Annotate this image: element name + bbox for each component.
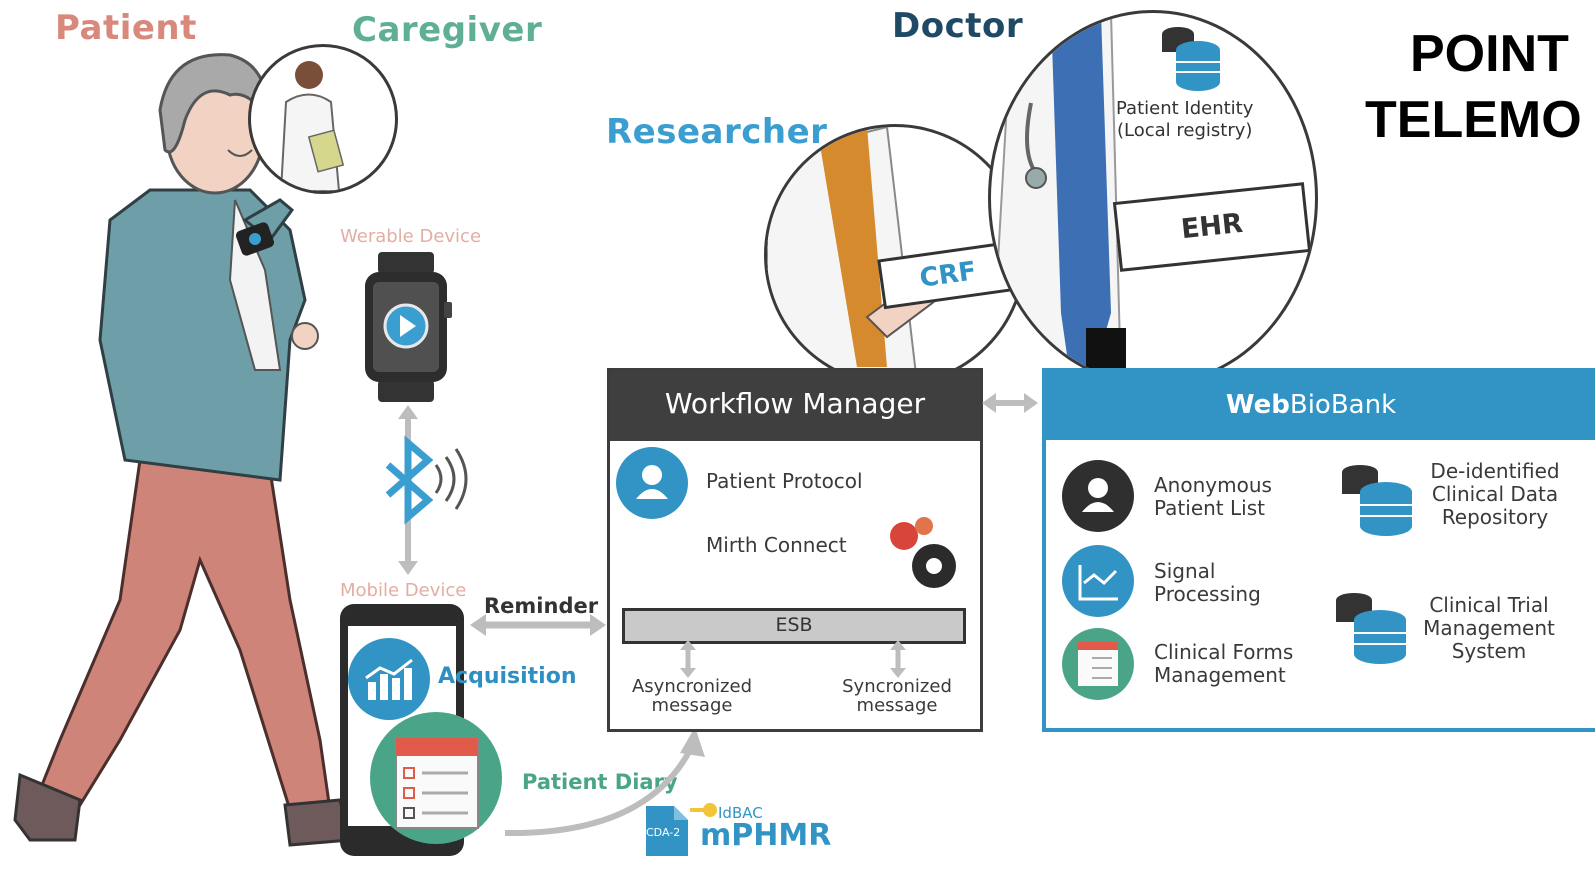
repo-line-2: Clinical Data bbox=[1431, 482, 1559, 506]
ctms-database-icon bbox=[1336, 593, 1406, 664]
caregiver-icon bbox=[279, 61, 345, 191]
signal-processing-label: Signal Processing bbox=[1154, 560, 1261, 606]
patient-label: Patient bbox=[55, 8, 197, 48]
patient-identity-line-2: (Local registry) bbox=[1116, 119, 1253, 141]
reminder-arrow bbox=[470, 614, 606, 636]
ctms-line-1: Clinical Trial bbox=[1429, 593, 1549, 617]
anonymous-user-icon bbox=[1062, 460, 1134, 532]
repository-database-icon bbox=[1342, 465, 1412, 536]
esb-bar: ESB bbox=[622, 608, 966, 644]
workflow-webbiobank-arrow bbox=[982, 393, 1038, 413]
patient-protocol-label: Patient Protocol bbox=[706, 469, 863, 493]
user-icon bbox=[616, 447, 688, 519]
page-title-line-2: TELEMO bbox=[1365, 91, 1582, 149]
ctms-line-2: Management bbox=[1423, 616, 1555, 640]
repo-line-3: Repository bbox=[1441, 505, 1549, 529]
clinical-forms-label: Clinical Forms Management bbox=[1154, 641, 1293, 687]
webbiobank-title-rest: BioBank bbox=[1289, 390, 1397, 420]
gears-icon bbox=[890, 517, 956, 588]
acquisition-label: Acquisition bbox=[438, 664, 577, 689]
sync-arrow bbox=[890, 640, 906, 678]
repo-line-1: De-identified bbox=[1430, 459, 1560, 483]
caregiver-circle bbox=[248, 44, 398, 194]
sync-line-1: Syncronized bbox=[842, 676, 952, 697]
forms-line-1: Clinical Forms bbox=[1154, 640, 1294, 664]
signal-icon bbox=[1062, 545, 1134, 617]
idbac-label: IdBAC bbox=[718, 804, 763, 822]
diary-to-workflow-arrow bbox=[504, 727, 705, 837]
database-icon bbox=[1162, 27, 1220, 91]
acquisition-icon bbox=[348, 638, 430, 720]
wearable-device-label: Werable Device bbox=[340, 226, 482, 247]
page-title: POINT bbox=[1410, 22, 1569, 87]
patient-identity-label: Patient Identity (Local registry) bbox=[1116, 98, 1253, 141]
page-title-line-2-wrap: TELEMO bbox=[1365, 88, 1582, 153]
anonymous-line-1: Anonymous bbox=[1154, 473, 1272, 497]
document-icon bbox=[646, 806, 688, 856]
smartwatch-icon bbox=[365, 252, 452, 402]
ctms-line-3: System bbox=[1451, 639, 1527, 663]
forms-line-2: Management bbox=[1154, 663, 1286, 687]
repository-label: De-identified Clinical Data Repository bbox=[1420, 460, 1570, 529]
async-message-label: Asyncronized message bbox=[622, 676, 762, 716]
page-title-line-1: POINT bbox=[1410, 25, 1569, 83]
webbiobank-title: WebBioBank bbox=[1046, 372, 1595, 440]
async-line-1: Asyncronized bbox=[631, 676, 753, 697]
key-icon bbox=[690, 803, 717, 817]
bluetooth-link bbox=[385, 405, 468, 575]
mirth-connect-label: Mirth Connect bbox=[706, 533, 847, 557]
async-arrow bbox=[680, 640, 696, 678]
sync-line-2: message bbox=[856, 694, 938, 716]
patient-diary-label: Patient Diary bbox=[522, 770, 678, 794]
reminder-label: Reminder bbox=[484, 594, 599, 618]
webbiobank-title-bold: Web bbox=[1225, 390, 1290, 420]
patient-diary-icon bbox=[370, 712, 502, 844]
ctms-label: Clinical Trial Management System bbox=[1414, 594, 1564, 663]
patient-identity-line-1: Patient Identity bbox=[1116, 98, 1254, 119]
webbiobank-box: WebBioBank bbox=[1042, 368, 1595, 732]
async-line-2: message bbox=[651, 694, 733, 716]
cda-label: CDA-2 bbox=[646, 826, 681, 839]
workflow-manager-title: Workflow Manager bbox=[610, 371, 980, 441]
mobile-device-label: Mobile Device bbox=[340, 580, 467, 601]
signal-line-2: Processing bbox=[1154, 582, 1261, 606]
researcher-label: Researcher bbox=[606, 112, 828, 152]
mphmr-label: mPHMR bbox=[700, 818, 832, 853]
patient-illustration bbox=[13, 53, 352, 847]
anonymous-patient-list-label: Anonymous Patient List bbox=[1154, 474, 1272, 520]
doctor-label: Doctor bbox=[892, 6, 1024, 46]
anonymous-line-2: Patient List bbox=[1154, 496, 1265, 520]
sync-message-label: Syncronized message bbox=[832, 676, 962, 716]
clinical-forms-icon bbox=[1062, 628, 1134, 700]
signal-line-1: Signal bbox=[1154, 559, 1216, 583]
caregiver-label: Caregiver bbox=[352, 10, 543, 50]
